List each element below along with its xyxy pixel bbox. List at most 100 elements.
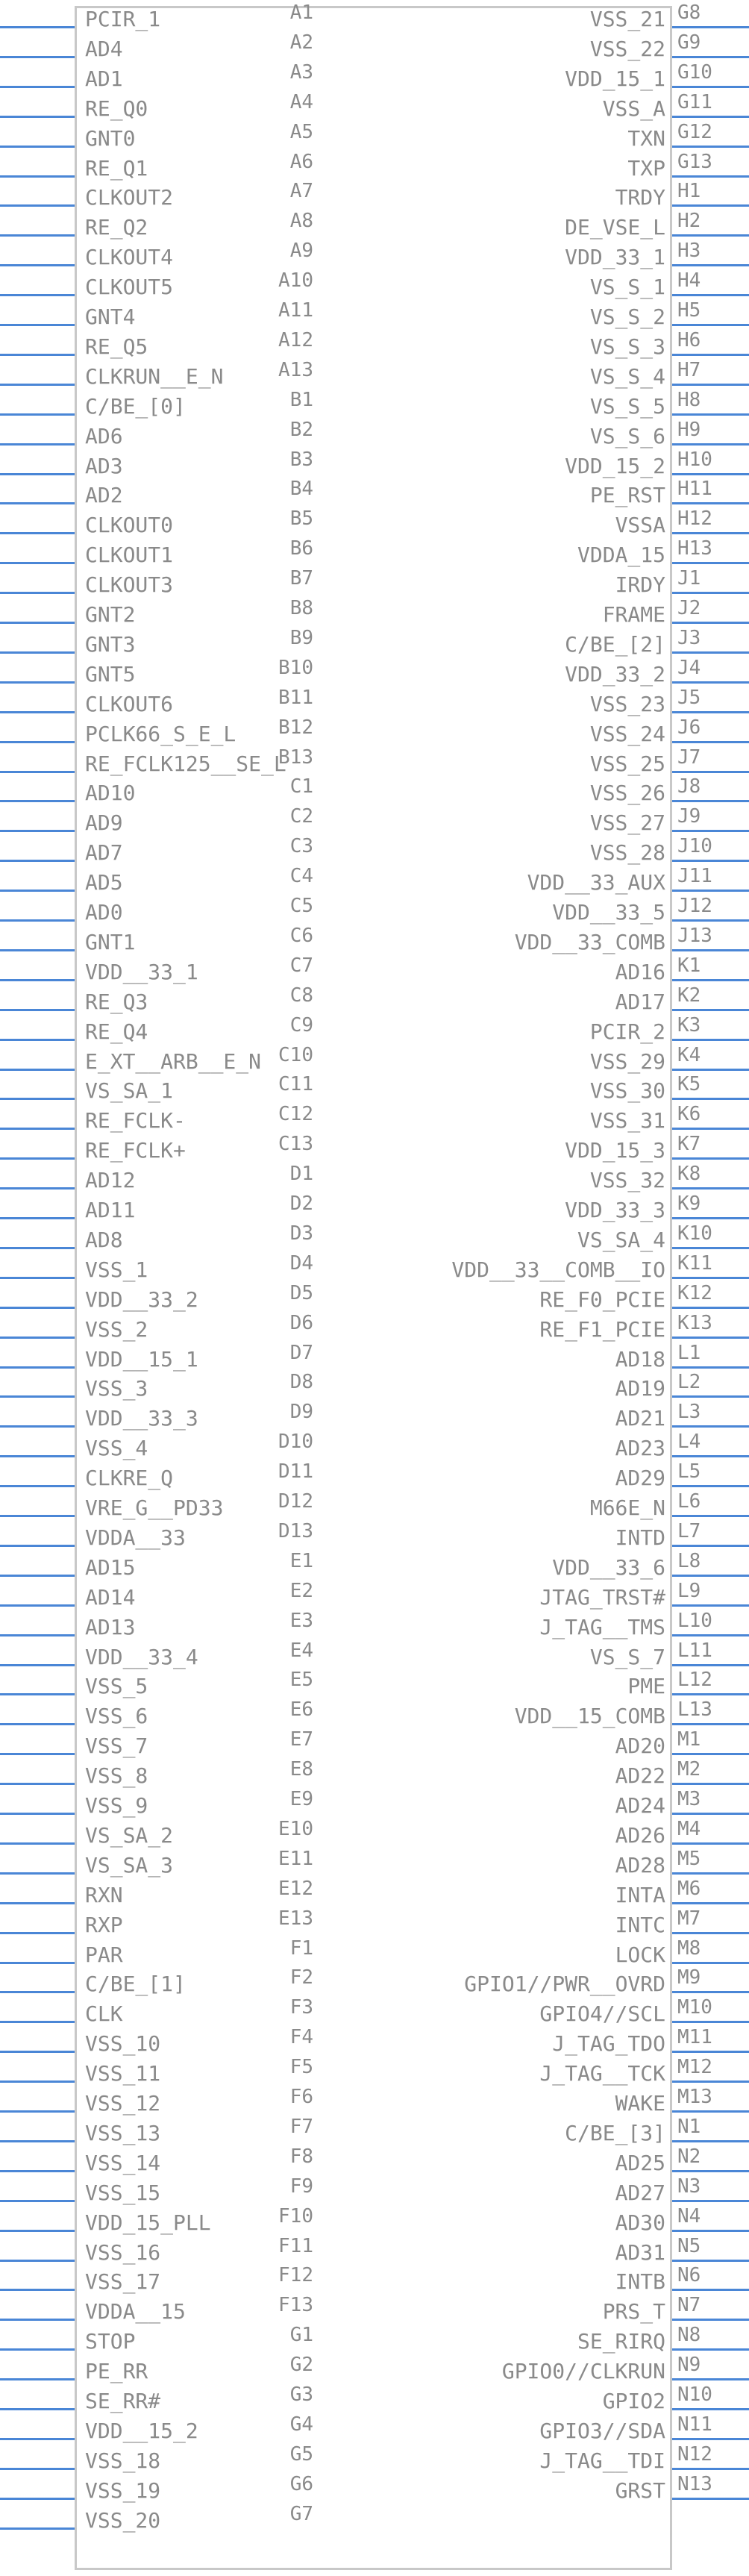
- pin-line: [672, 1366, 749, 1369]
- pin-name: AD2: [85, 483, 123, 508]
- pin-number: D9: [289, 1401, 313, 1424]
- pin-number: L7: [677, 1519, 701, 1542]
- pin-line: [672, 2229, 749, 2232]
- pin-number: D13: [278, 1519, 313, 1542]
- pin-number: B10: [278, 656, 313, 679]
- pin-name: VSS_2: [85, 1316, 148, 1342]
- pin-name: VSS_27: [589, 810, 665, 836]
- pin-line: [672, 651, 749, 654]
- pin-number: M13: [677, 2086, 712, 2108]
- pin-name: VDD_15_1: [565, 66, 665, 91]
- pin-name: VSS_11: [85, 2061, 161, 2086]
- pin-number: E11: [278, 1847, 313, 1870]
- pin-line: [0, 562, 75, 565]
- pin-line: [0, 502, 75, 505]
- pin-line: [0, 1693, 75, 1696]
- pin-number: A5: [289, 120, 313, 143]
- pin-line: [0, 472, 75, 475]
- pin-line: [672, 1038, 749, 1041]
- pin-line: [672, 353, 749, 356]
- pin-name: CLKOUT4: [85, 245, 174, 270]
- pin-number: E10: [278, 1817, 313, 1840]
- pin-number: B11: [278, 686, 313, 709]
- pin-number: F5: [289, 2056, 313, 2079]
- pin-number: M1: [677, 1728, 701, 1751]
- pin-name: RE_F0_PCIE: [539, 1287, 665, 1312]
- pin-line: [0, 1485, 75, 1488]
- pin-line: [0, 2199, 75, 2202]
- pin-line: [0, 2467, 75, 2470]
- pin-number: N9: [677, 2354, 701, 2377]
- pin-line: [0, 1723, 75, 1726]
- pin-number: N2: [677, 2145, 701, 2168]
- pin-name: VSS_12: [85, 2091, 161, 2116]
- pin-number: J12: [677, 895, 712, 917]
- pin-name: FRAME: [602, 602, 665, 627]
- pin-name: VSS_A: [602, 96, 665, 121]
- pin-line: [672, 948, 749, 951]
- pin-row: A7 CLKOUT2: [0, 180, 313, 210]
- pin-line: [0, 978, 75, 981]
- pin-number: A13: [278, 358, 313, 381]
- pin-number: C12: [278, 1103, 313, 1126]
- pin-number: G3: [289, 2383, 313, 2406]
- pin-number: J5: [677, 686, 701, 709]
- pin-line: [0, 2378, 75, 2381]
- pin-line: [672, 1217, 749, 1219]
- pin-line: [672, 770, 749, 773]
- pin-name: M66E_N: [589, 1495, 665, 1520]
- pin-number: E5: [289, 1669, 313, 1692]
- pin-line: [672, 1931, 749, 1934]
- pin-line: [672, 1961, 749, 1964]
- pin-name: AD9: [85, 810, 123, 836]
- pin-number: H6: [677, 328, 701, 351]
- pin-name: AD3: [85, 453, 123, 478]
- pin-number: N3: [677, 2175, 701, 2198]
- pin-line: [0, 1961, 75, 1964]
- pin-name: VS_SA_4: [577, 1227, 665, 1252]
- pin-line: [672, 681, 749, 684]
- pin-number: H11: [677, 478, 712, 501]
- pin-line: [0, 2051, 75, 2054]
- pin-line: [672, 1663, 749, 1666]
- pin-number: L6: [677, 1490, 701, 1513]
- pin-line: [672, 234, 749, 237]
- pin-number: H2: [677, 210, 701, 233]
- pin-number: A7: [289, 180, 313, 203]
- pin-line: [672, 383, 749, 386]
- pin-number: L12: [677, 1669, 712, 1692]
- pin-line: [0, 234, 75, 237]
- pin-line: [0, 2527, 75, 2530]
- component-body: [75, 6, 672, 2570]
- pin-line: [672, 860, 749, 863]
- pin-line: [672, 2199, 749, 2202]
- pin-number: B9: [289, 626, 313, 649]
- pin-line: [672, 1544, 749, 1547]
- pin-line: [0, 1991, 75, 1994]
- pin-line: [672, 204, 749, 207]
- pin-number: N8: [677, 2324, 701, 2347]
- pin-name: VSS_20: [85, 2507, 161, 2533]
- pin-line: [0, 1098, 75, 1101]
- pin-name: CLKOUT2: [85, 185, 174, 210]
- pin-line: [0, 2437, 75, 2440]
